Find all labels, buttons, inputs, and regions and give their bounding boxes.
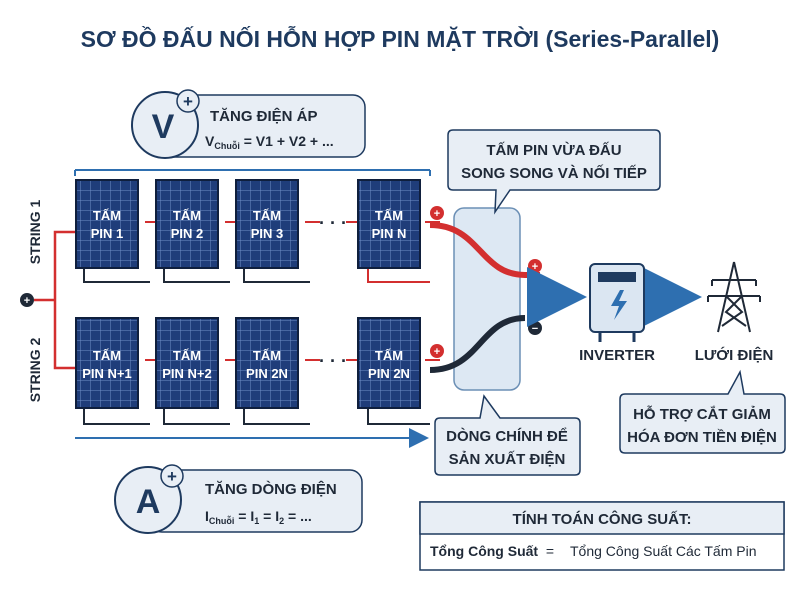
calculation-left: Tổng Công Suất (430, 543, 538, 559)
panel-2: TẤM PIN 2 (155, 179, 219, 269)
svg-text:PIN 2N: PIN 2N (246, 366, 288, 381)
negative-combined-cable (429, 315, 526, 373)
calculation-right: Tổng Công Suất Các Tấm Pin (570, 543, 757, 559)
string1-label: STRING 1 (27, 200, 43, 265)
svg-text:PIN 1: PIN 1 (91, 226, 124, 241)
svg-text:TẤM: TẤM (375, 208, 403, 223)
diagram-title: SƠ ĐỒ ĐẤU NỐI HỖN HỢP PIN MẶT TRỜI (Seri… (81, 24, 720, 52)
string2-ellipsis: · · · (319, 351, 347, 371)
left-plus-terminal (20, 293, 34, 307)
string1-panels: TẤM PIN 1 TẤM PIN 2 TẤM PIN 3 · · · TẤM … (75, 179, 421, 269)
panel-n-plus-2: TẤM PIN N+2 (155, 317, 219, 409)
left-plus-sign: + (24, 295, 30, 307)
voltage-plus: + (183, 92, 193, 111)
voltage-icon: V (152, 108, 175, 146)
panel-n: TẤM PIN N (357, 179, 421, 269)
svg-text:TẤM PIN VỪA ĐẤU: TẤM PIN VỪA ĐẤU (486, 141, 621, 159)
voltage-heading: TĂNG ĐIỆN ÁP (210, 107, 318, 125)
current-plus: + (167, 467, 177, 486)
panel-2n-a: TẤM PIN 2N (235, 317, 299, 409)
svg-text:HỖ TRỢ CẮT GIẢM: HỖ TRỢ CẮT GIẢM (633, 405, 771, 423)
svg-text:TẤM: TẤM (253, 348, 281, 363)
string2-panels: TẤM PIN N+1 TẤM PIN N+2 TẤM PIN 2N · · ·… (75, 317, 421, 409)
voltage-plus-badge (176, 89, 200, 113)
string1-plus-terminal (430, 206, 444, 220)
svg-text:TẤM: TẤM (93, 348, 121, 363)
current-icon: A (136, 483, 161, 521)
current-heading: TĂNG DÒNG ĐIỆN (205, 480, 337, 498)
svg-text:SẢN XUẤT ĐIỆN: SẢN XUẤT ĐIỆN (449, 450, 566, 468)
grid-label: LƯỚI ĐIỆN (695, 346, 774, 364)
panel-1: TẤM PIN 1 (75, 179, 139, 269)
string2-plus-terminal (430, 344, 444, 358)
svg-text:PIN N: PIN N (372, 226, 407, 241)
power-calculation: TÍNH TOÁN CÔNG SUẤT: Tổng Công Suất = Tổ… (419, 501, 785, 571)
main-flow-callout: DÒNG CHÍNH ĐỂ SẢN XUẤT ĐIỆN (434, 394, 581, 476)
svg-text:TẤM: TẤM (253, 208, 281, 223)
panel-3: TẤM PIN 3 (235, 179, 299, 269)
svg-text:TẤM: TẤM (375, 348, 403, 363)
lightning-icon (611, 290, 627, 320)
svg-text:+: + (532, 261, 538, 273)
panel-n-plus-1: TẤM PIN N+1 (75, 317, 139, 409)
current-info: A + TĂNG DÒNG ĐIỆN IChuỗi = I1 = I2 = ..… (114, 464, 363, 534)
string1-wiring (83, 221, 440, 283)
calculation-heading: TÍNH TOÁN CÔNG SUẤT: (513, 510, 692, 528)
string2-wiring (83, 359, 440, 425)
voltage-formula: VChuỗi = V1 + V2 + ... (205, 133, 334, 151)
current-formula: IChuỗi = I1 = I2 = ... (205, 508, 312, 526)
transmission-tower-icon (707, 261, 761, 333)
string1-ellipsis: · · · (319, 213, 347, 233)
svg-text:PIN N+2: PIN N+2 (162, 366, 212, 381)
positive-combined-cable (429, 222, 540, 278)
svg-text:TẤM: TẤM (93, 208, 121, 223)
inverter-label: INVERTER (579, 347, 655, 364)
svg-text:HÓA ĐƠN TIỀN ĐIỆN: HÓA ĐƠN TIỀN ĐIỆN (627, 428, 777, 446)
svg-text:TẤM: TẤM (173, 208, 201, 223)
svg-text:PIN 3: PIN 3 (251, 226, 284, 241)
svg-text:SONG SONG VÀ NỐI TIẾP: SONG SONG VÀ NỐI TIẾP (461, 164, 647, 182)
svg-text:+: + (434, 346, 440, 358)
junction-box (453, 207, 521, 391)
svg-text:DÒNG CHÍNH ĐỂ: DÒNG CHÍNH ĐỂ (446, 427, 568, 445)
calculation-equals: = (546, 543, 554, 559)
svg-text:TẤM: TẤM (173, 348, 201, 363)
series-bracket-ends (74, 170, 431, 176)
svg-text:PIN N+1: PIN N+1 (82, 366, 132, 381)
junction-callout: TẤM PIN VỪA ĐẤU SONG SONG VÀ NỐI TIẾP (447, 129, 661, 215)
string2-label: STRING 2 (27, 338, 43, 403)
svg-text:+: + (434, 208, 440, 220)
panel-2n-b: TẤM PIN 2N (357, 317, 421, 409)
svg-text:PIN 2: PIN 2 (171, 226, 204, 241)
current-plus-badge (160, 464, 184, 488)
inverter-device (589, 263, 645, 342)
svg-text:−: − (532, 323, 538, 335)
left-positive-wiring (34, 230, 76, 370)
svg-text:PIN 2N: PIN 2N (368, 366, 410, 381)
grid-callout: HỖ TRỢ CẮT GIẢM HÓA ĐƠN TIỀN ĐIỆN (619, 369, 786, 454)
voltage-info: V + TĂNG ĐIỆN ÁP VChuỗi = V1 + V2 + ... (131, 89, 366, 159)
